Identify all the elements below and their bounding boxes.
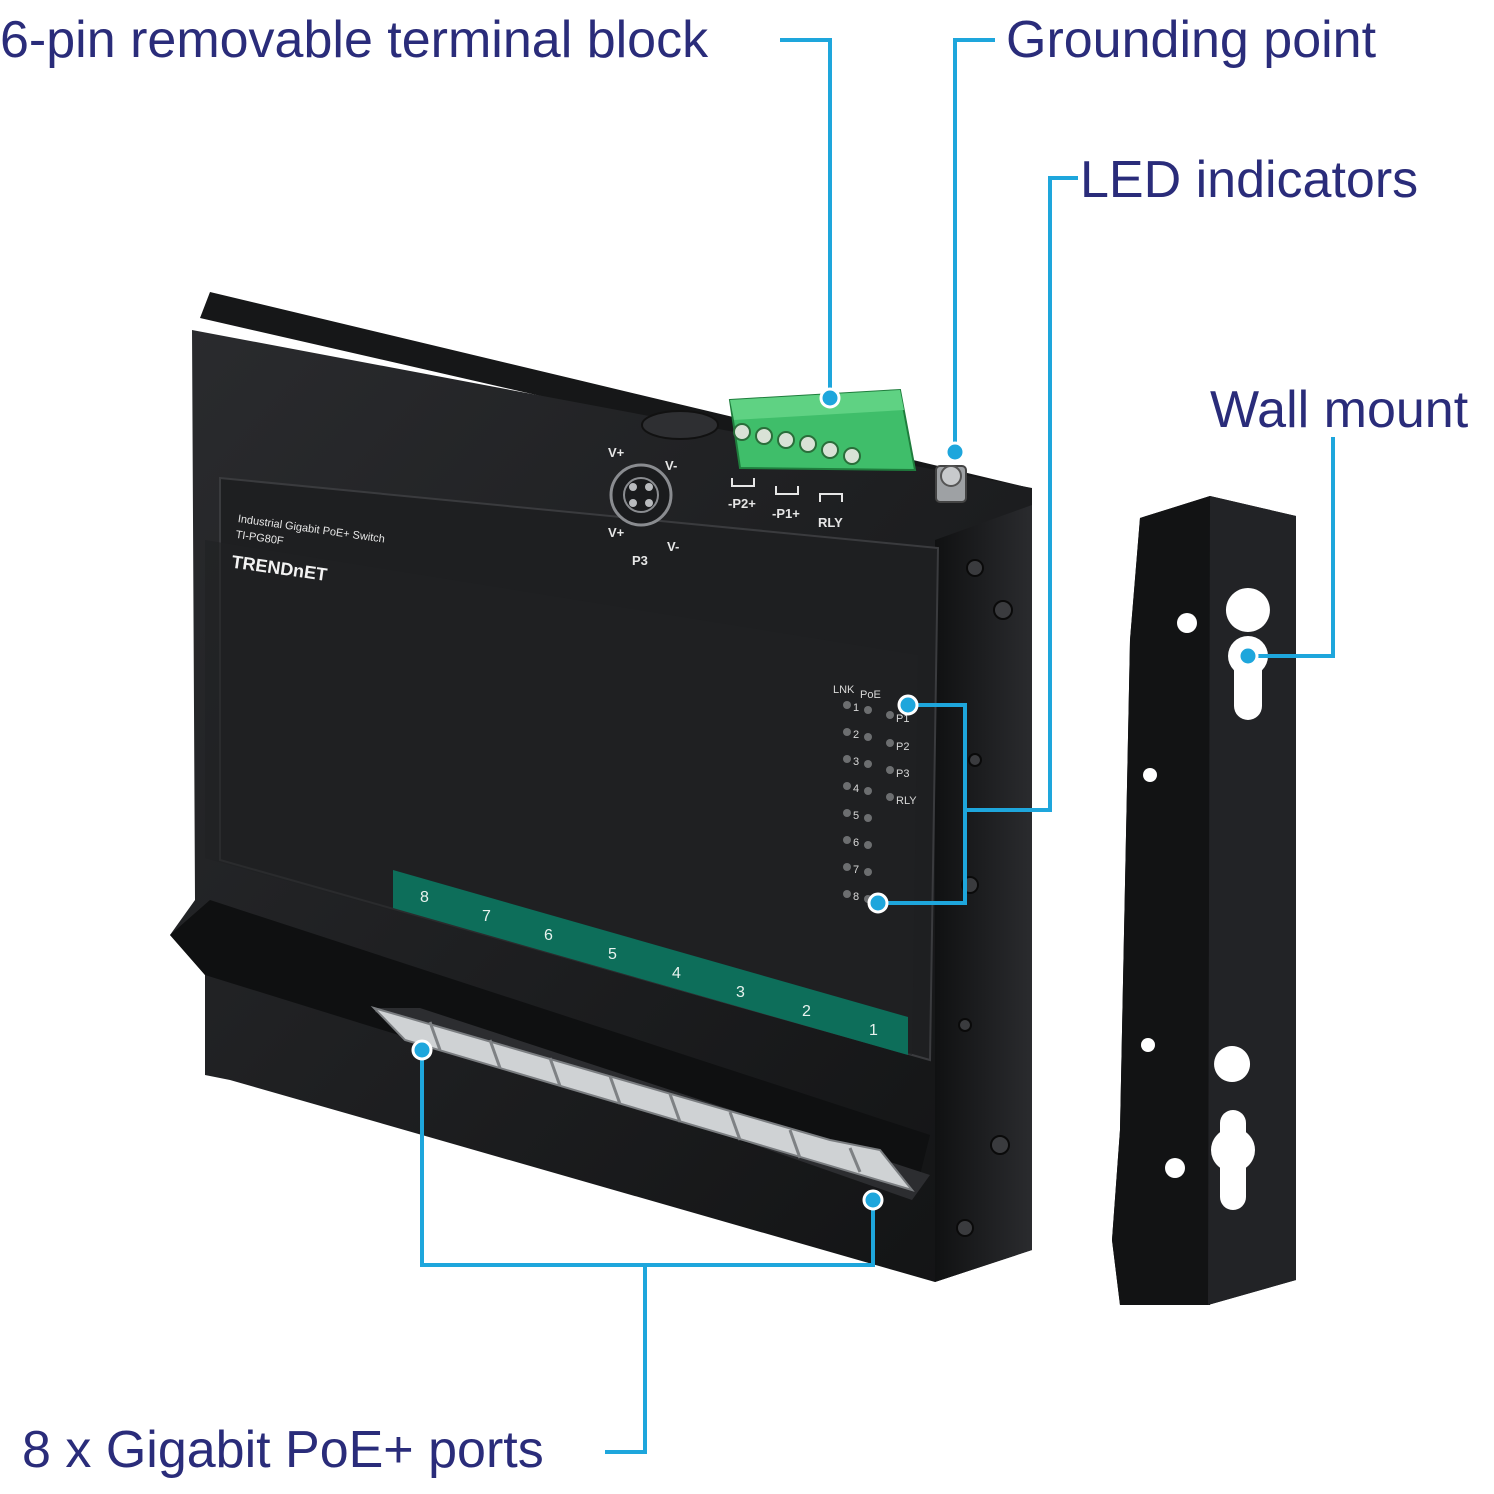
status-led-p3: P3 (886, 766, 909, 780)
port-number: 8 (420, 889, 429, 906)
port-number: 6 (544, 927, 553, 944)
v-minus-top-label: V- (665, 458, 677, 473)
led-header-poe: PoE (860, 689, 881, 701)
terminal-label-p2: -P2+ (728, 496, 756, 511)
leader-wall-mount (1248, 437, 1335, 658)
port-number: 5 (608, 946, 617, 963)
terminal-labels: -P2+ -P1+ RLY (728, 478, 843, 530)
led-row-5: 5 (843, 809, 872, 822)
svg-text:8: 8 (853, 891, 859, 903)
callout-grounding-point: Grounding point (1006, 11, 1377, 69)
svg-text:4: 4 (853, 783, 859, 795)
port-number: 3 (736, 984, 745, 1001)
led-top-dot (897, 694, 919, 716)
svg-text:5: 5 (853, 810, 859, 822)
terminal-block-dot (819, 387, 841, 409)
callout-led-indicators: LED indicators (1080, 151, 1419, 209)
leader-grounding-point (953, 38, 995, 452)
svg-text:P2: P2 (896, 741, 909, 753)
leader-led-bracket (878, 703, 967, 905)
svg-text:6: 6 (853, 837, 859, 849)
leader-led-indicators (965, 176, 1078, 812)
svg-text:7: 7 (853, 864, 859, 876)
leader-ports (605, 1265, 647, 1454)
status-led-p2: P2 (886, 739, 909, 753)
led-header-link: LNK (833, 684, 855, 696)
led-row-6: 6 (843, 836, 872, 849)
ports-left-dot (411, 1039, 433, 1061)
svg-text:P1: P1 (896, 713, 909, 725)
terminal-block (728, 388, 917, 472)
leader-terminal-block (780, 38, 832, 398)
svg-text:1: 1 (853, 702, 859, 714)
status-led-p1: P1 (886, 711, 909, 725)
power-port-name: P3 (632, 553, 648, 568)
v-minus-bottom-label: V- (667, 539, 679, 554)
port-number: 2 (802, 1003, 811, 1020)
leader-lines (420, 38, 1335, 1454)
led-row-1: 1 (843, 701, 872, 714)
led-row-4: 4 (843, 782, 872, 795)
switch-device (170, 292, 1032, 1282)
leader-ports-bracket (420, 1050, 875, 1267)
v-plus-top-label: V+ (608, 445, 625, 460)
callout-terminal-block: 6-pin removable terminal block (0, 11, 709, 69)
terminal-label-rly: RLY (818, 515, 843, 530)
led-row-2: 2 (843, 728, 872, 741)
callout-ports: 8 x Gigabit PoE+ ports (22, 1421, 544, 1479)
port-number: 4 (672, 965, 681, 982)
status-led-rly: RLY (886, 793, 917, 807)
svg-text:RLY: RLY (896, 795, 917, 807)
led-bottom-dot (867, 892, 889, 914)
terminal-label-p1: -P1+ (772, 506, 800, 521)
port-number: 7 (482, 908, 491, 925)
power-connector-p3: V+ V- V+ V- P3 (608, 445, 679, 568)
leader-dots (411, 387, 1259, 1211)
grounding-point-dot (944, 441, 966, 463)
led-row-7: 7 (843, 863, 872, 876)
wall-mount-dot (1237, 645, 1259, 667)
ports-right-dot (862, 1189, 884, 1211)
v-plus-bottom-label: V+ (608, 525, 625, 540)
svg-text:3: 3 (853, 756, 859, 768)
port-number: 1 (869, 1022, 878, 1039)
led-row-3: 3 (843, 755, 872, 768)
callout-wall-mount: Wall mount (1210, 381, 1469, 439)
grounding-screw (935, 465, 967, 503)
wall-mount-bracket (1112, 496, 1296, 1305)
svg-text:P3: P3 (896, 768, 909, 780)
port-number-labels: 8 7 6 5 4 3 2 1 (420, 889, 878, 1039)
svg-text:2: 2 (853, 729, 859, 741)
